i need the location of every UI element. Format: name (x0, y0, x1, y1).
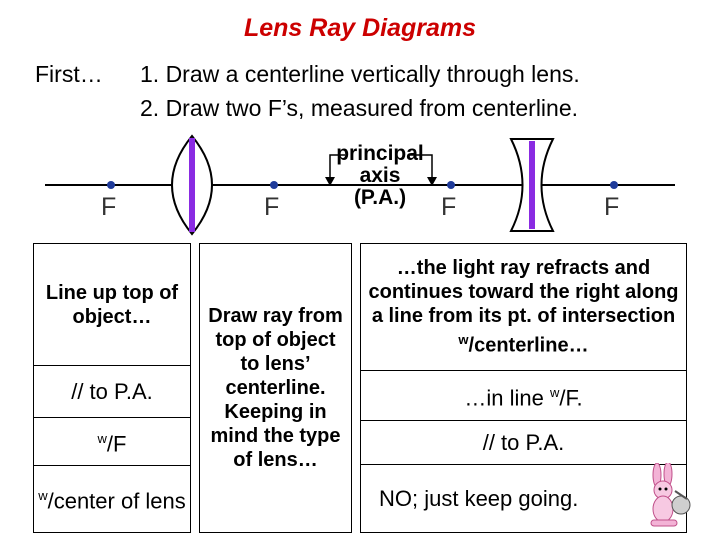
first-label: First… (35, 61, 103, 87)
focal-label-right-2: F (604, 193, 620, 221)
right-row-1: …the light ray refracts and continues to… (361, 244, 686, 371)
left-row-3-rest: /F (106, 431, 127, 457)
focal-dot-left-1 (107, 181, 115, 189)
right-row-3: // to P.A. (361, 421, 686, 465)
page-title: Lens Ray Diagrams (243, 14, 477, 42)
right-row-2: …in line w/F. (361, 371, 686, 421)
principal-axis-label-line1: principal (336, 142, 424, 165)
focal-dot-right-1 (447, 181, 455, 189)
middle-column-box: Draw ray from top of object to lens’ cen… (199, 243, 352, 533)
pa-arrow-right (427, 177, 437, 186)
pa-bracket-left (329, 154, 345, 180)
right-row-1-sup: w (458, 332, 469, 348)
middle-row-text: Draw ray from top of object to lens’ cen… (208, 305, 343, 471)
left-column-box: Line up top of object… // to P.A. w/F w/… (33, 243, 191, 533)
right-row-2-sup: w (549, 384, 560, 400)
right-row-4: NO; just keep going. (361, 465, 686, 532)
step-2-text: 2. Draw two F’s, measured from centerlin… (140, 95, 579, 121)
principal-axis-label-line2: axis (359, 164, 401, 187)
right-column-box: …the light ray refracts and continues to… (360, 243, 687, 533)
left-row-3: w/F (34, 418, 190, 466)
left-row-4: w/center of lens (34, 466, 190, 532)
right-row-1-a: …the light ray refracts and continues to… (368, 257, 679, 328)
left-row-4-text: w/center of lens (38, 483, 186, 514)
right-row-2-b: /F. (559, 385, 583, 411)
right-row-2-text: …in line w/F. (464, 380, 582, 411)
right-row-1-b: /centerline… (468, 334, 589, 357)
left-row-1-text: Line up top of object… (45, 281, 179, 328)
pa-arrow-left (325, 177, 335, 186)
focal-label-left-1: F (101, 193, 117, 221)
right-row-1-text: …the light ray refracts and continues to… (367, 256, 680, 358)
right-row-2-a: …in line (464, 385, 550, 411)
pa-bracket-right (410, 154, 433, 180)
middle-row: Draw ray from top of object to lens’ cen… (200, 244, 351, 532)
left-row-2-text: // to P.A. (71, 378, 153, 404)
left-row-4-rest: /center of lens (47, 488, 186, 514)
principal-axis-label: principal axis (P.A.) (335, 143, 425, 209)
left-row-2: // to P.A. (34, 366, 190, 418)
left-row-3-sup: w (97, 430, 107, 446)
focal-label-right-1: F (441, 193, 457, 221)
right-row-3-text: // to P.A. (482, 429, 565, 455)
focal-dot-right-2 (610, 181, 618, 189)
bunny-drummer-icon (650, 463, 691, 527)
focal-dot-left-2 (270, 181, 278, 189)
focal-label-left-2: F (264, 193, 280, 221)
principal-axis-label-line3: (P.A.) (353, 186, 407, 209)
right-row-4-text: NO; just keep going. (379, 485, 579, 511)
left-row-4-sup: w (38, 488, 48, 504)
left-row-1: Line up top of object… (34, 244, 190, 366)
lens-ray-diagram (45, 134, 675, 236)
step-1-text: 1. Draw a centerline vertically through … (140, 61, 580, 87)
left-row-3-text: w/F (98, 426, 127, 457)
